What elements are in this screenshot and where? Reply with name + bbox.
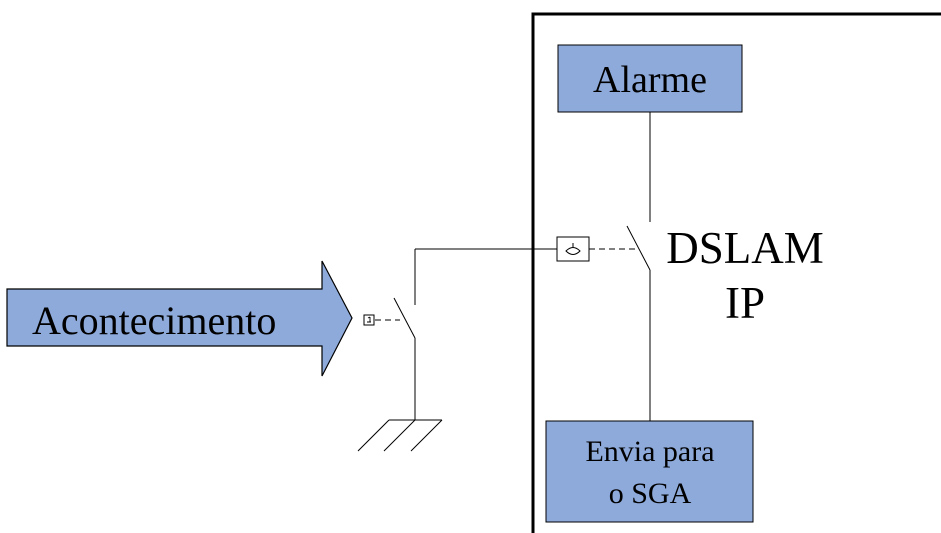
sensor-icon	[556, 236, 590, 262]
dslam-input-sensor	[556, 236, 637, 262]
ground-hatch-3	[410, 419, 443, 452]
dslam-label-line2: IP	[725, 278, 765, 328]
send-box-label-line2: o SGA	[609, 477, 692, 510]
relay-switch-blade	[393, 297, 416, 339]
dslam-switch	[626, 112, 651, 421]
sensor-symbol	[565, 243, 581, 255]
dslam-enclosure	[531, 12, 941, 533]
ground-hatch-2	[383, 419, 416, 452]
dslam-label-line1: DSLAM	[666, 223, 824, 273]
event-relay	[363, 249, 416, 420]
alarm-box-rect	[557, 44, 743, 113]
alarm-box: Alarme	[557, 44, 743, 113]
dslam-label: DSLAM IP	[666, 223, 824, 328]
event-arrow-shape	[6, 260, 353, 377]
alarm-box-label: Alarme	[593, 59, 707, 101]
send-box: Envia para o SGA	[545, 420, 754, 523]
send-box-rect	[545, 420, 754, 523]
event-arrow-label: Acontecimento	[32, 298, 276, 343]
switch-blade	[626, 225, 651, 271]
ground-symbol	[357, 419, 443, 452]
event-arrow: Acontecimento	[6, 260, 353, 377]
relay-coil-icon	[363, 314, 375, 326]
ground-hatch-1	[357, 419, 390, 452]
relay-coil-symbol	[367, 316, 371, 323]
send-box-label-line1: Envia para	[585, 435, 714, 468]
